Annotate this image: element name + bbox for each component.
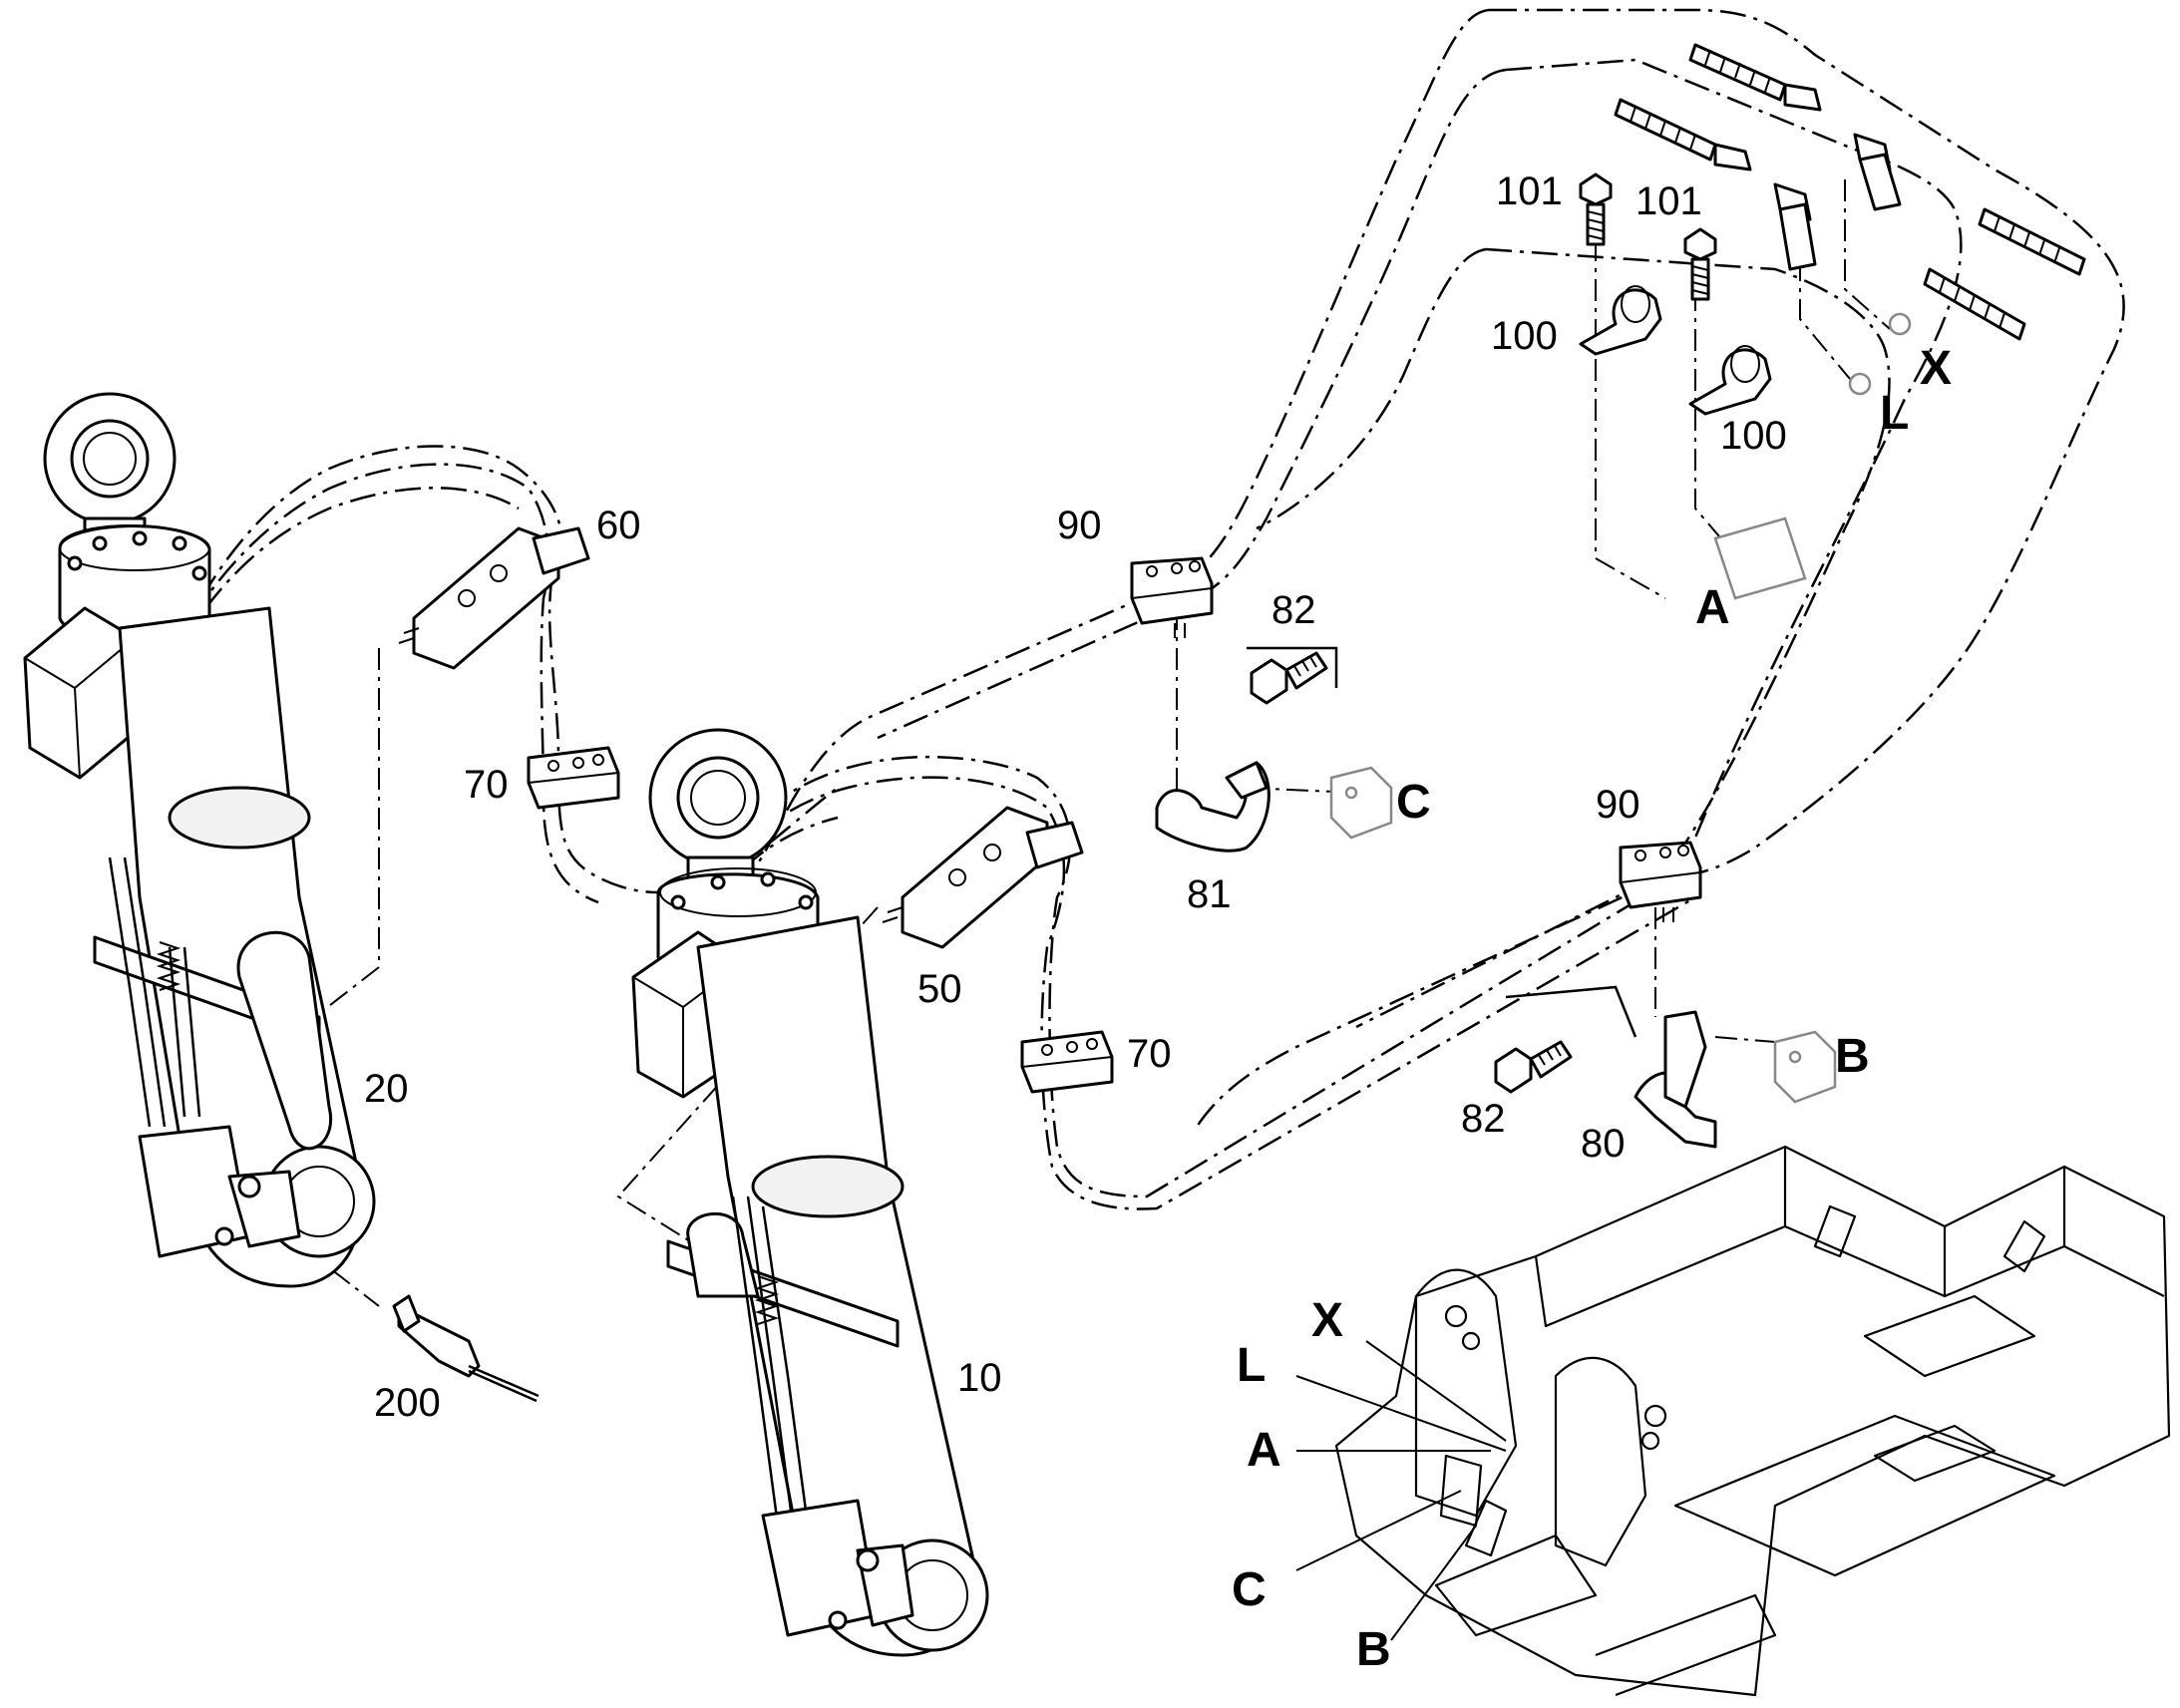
- mounting-plate-A: [1713, 516, 1807, 600]
- clamp-90-upper: [1130, 556, 1214, 638]
- letter-X-frame: X: [1311, 1294, 1343, 1347]
- clamp-60: [398, 526, 590, 670]
- letter-L-top: L: [1880, 387, 1909, 440]
- letter-X-top: X: [1920, 342, 1952, 395]
- frame-leaders: [1295, 1340, 1507, 1641]
- letter-L-frame: L: [1237, 1339, 1266, 1392]
- callout-101-left: 101: [1496, 170, 1563, 213]
- callout-82-upper: 82: [1272, 588, 1316, 632]
- callout-81: 81: [1187, 872, 1232, 916]
- connection-letters: A L X C B X L A C B: [1232, 342, 1952, 1676]
- mounting-block-C: [1329, 766, 1393, 840]
- bracket-81: [1155, 761, 1271, 853]
- callout-100-right: 100: [1720, 414, 1787, 458]
- clamp-50: [882, 806, 1084, 949]
- callout-60: 60: [596, 504, 641, 547]
- bolt-82-lower: [1494, 1040, 1573, 1094]
- callout-50: 50: [917, 967, 962, 1011]
- callout-90-lower: 90: [1596, 783, 1640, 827]
- letter-C-top: C: [1396, 776, 1431, 829]
- bolt-82-upper: [1250, 651, 1328, 705]
- letter-A-top: A: [1695, 581, 1730, 634]
- callout-70-upper: 70: [464, 763, 509, 807]
- leader-lines: [268, 179, 1891, 1307]
- letter-A-frame: A: [1247, 1424, 1281, 1477]
- saddle-clamp-100-left: [1579, 285, 1662, 356]
- callout-labels: 10 20 50 60 70 70 80 81 82 82 90 90 100 …: [364, 170, 1787, 1425]
- machine-frame: [1334, 1145, 2171, 1697]
- clamp-70-upper: [527, 746, 620, 810]
- callout-10: 10: [957, 1356, 1002, 1400]
- hydraulic-cylinder-10: [631, 728, 989, 1657]
- mounting-block-B: [1773, 1030, 1837, 1104]
- callout-20: 20: [364, 1067, 409, 1111]
- letter-B-top: B: [1835, 1030, 1870, 1083]
- saddle-clamp-100-right: [1688, 345, 1772, 416]
- callout-80: 80: [1581, 1122, 1626, 1166]
- bracket-80: [1634, 1010, 1717, 1149]
- clamp-70-lower: [1020, 1030, 1114, 1094]
- callout-101-right: 101: [1635, 179, 1702, 223]
- pressure-sensor-200: [392, 1294, 540, 1403]
- letter-C-frame: C: [1232, 1563, 1267, 1616]
- bolt-101-left: [1579, 172, 1613, 246]
- hose-fittings: [1614, 43, 2086, 396]
- letter-B-frame: B: [1356, 1623, 1391, 1676]
- clamp-90-lower: [1619, 841, 1702, 922]
- callout-100-left: 100: [1491, 314, 1558, 358]
- callout-82-lower: 82: [1461, 1097, 1506, 1141]
- callout-70-lower: 70: [1127, 1032, 1172, 1076]
- hydraulic-cylinder-20: [23, 392, 376, 1288]
- callout-90-upper: 90: [1057, 504, 1102, 547]
- callout-200: 200: [374, 1381, 441, 1425]
- bolt-101-right: [1683, 227, 1717, 301]
